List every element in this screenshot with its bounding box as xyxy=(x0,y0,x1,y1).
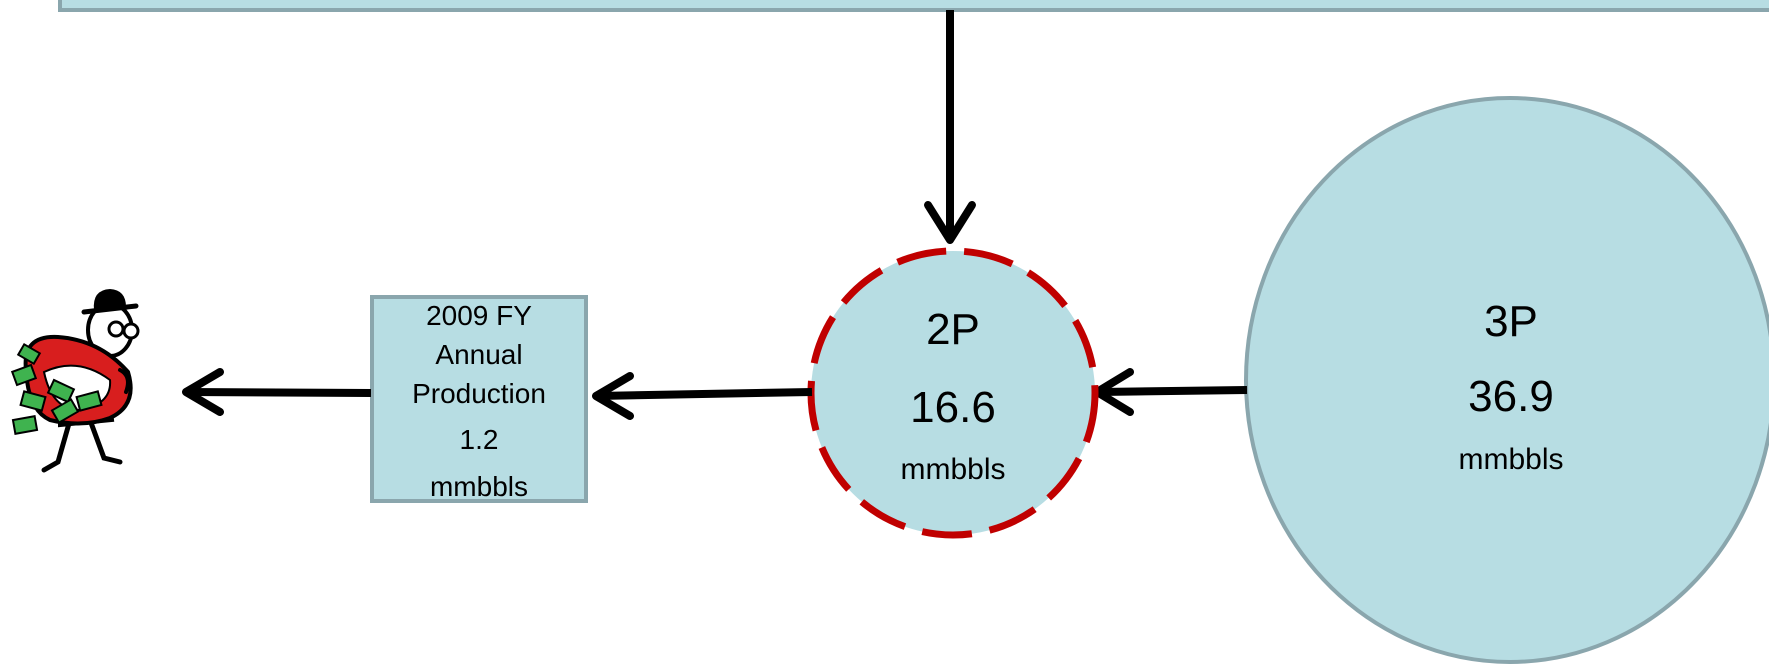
production-box-rect xyxy=(370,295,588,503)
node-2p: 2P 16.6 mmbbls xyxy=(807,247,1099,539)
node-2p-unit: mmbbls xyxy=(900,453,1005,486)
arrow-3p-to-2p xyxy=(1093,368,1248,416)
node-2p-value: 16.6 xyxy=(910,383,996,432)
production-line2: Annual xyxy=(435,339,522,370)
production-value: 1.2 xyxy=(460,424,499,455)
node-3p: 3P 36.9 mmbbls xyxy=(1244,96,1769,664)
node-3p-label: 3P xyxy=(1484,297,1538,346)
arrow-top-to-2p xyxy=(924,10,976,244)
production-line1: 2009 FY xyxy=(426,300,532,331)
production-unit: mmbbls xyxy=(430,471,528,502)
production-line3: Production xyxy=(412,378,546,409)
thief-with-money-bag-icon xyxy=(10,289,140,473)
arrow-2p-to-production xyxy=(592,372,813,420)
node-2p-label: 2P xyxy=(926,305,980,354)
node-3p-value: 36.9 xyxy=(1468,372,1554,421)
node-3p-unit: mmbbls xyxy=(1458,443,1563,476)
top-box xyxy=(58,0,1769,12)
node-3p-circle xyxy=(1244,96,1769,664)
production-box: 2009 FY Annual Production 1.2 mmbbls xyxy=(370,295,588,503)
arrow-production-to-thief xyxy=(182,368,372,416)
